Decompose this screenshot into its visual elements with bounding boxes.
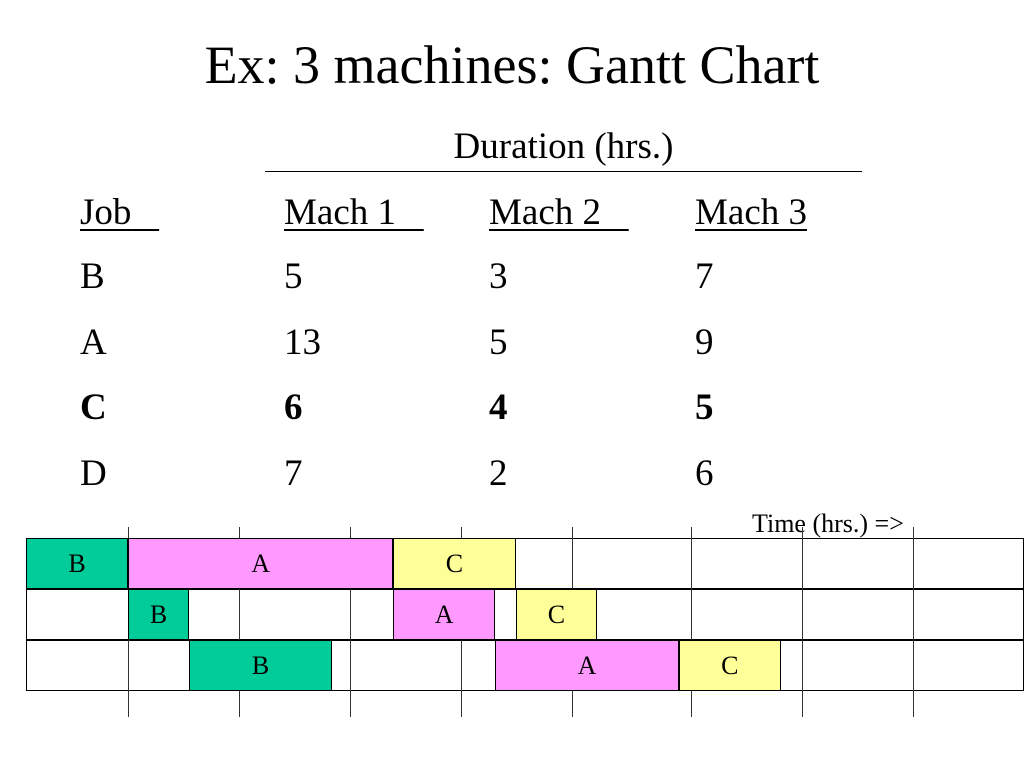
row-d-mach1: 7: [284, 453, 303, 494]
gantt-bar-m1-c: C: [393, 538, 516, 589]
col-header-mach1: Mach 1: [284, 192, 396, 233]
col-header-mach2: Mach 2: [489, 192, 601, 233]
row-b-mach1: 5: [284, 256, 303, 297]
row-a-mach1: 13: [284, 322, 321, 363]
row-a-job: A: [80, 322, 107, 363]
row-c-mach2: 4: [489, 387, 508, 428]
duration-underline: [265, 171, 862, 172]
duration-header: Duration (hrs.): [453, 126, 674, 167]
gantt-bar-m1-b: B: [26, 538, 128, 589]
row-c-mach3: 5: [695, 387, 714, 428]
row-b-job: B: [80, 256, 105, 297]
gantt-gridline: [913, 527, 914, 717]
row-b-mach2: 3: [489, 256, 508, 297]
gantt-gridline: [802, 527, 803, 717]
slide-title: Ex: 3 machines: Gantt Chart: [204, 35, 820, 95]
row-d-mach2: 2: [489, 453, 508, 494]
gantt-gridline: [691, 527, 692, 717]
gantt-gridline: [350, 527, 351, 717]
gantt-bar-m3-a: A: [495, 640, 679, 691]
gantt-bar-m3-c: C: [678, 640, 781, 691]
gantt-bar-m2-b: B: [128, 589, 190, 640]
col-header-job: Job: [80, 192, 132, 233]
col-header-mach3: Mach 3: [695, 192, 807, 233]
row-a-mach3: 9: [695, 322, 714, 363]
row-c-mach1: 6: [284, 387, 303, 428]
time-axis-label: Time (hrs.) =>: [752, 509, 904, 538]
row-a-mach2: 5: [489, 322, 508, 363]
row-c-job: C: [80, 387, 107, 428]
row-d-job: D: [80, 453, 107, 494]
row-b-mach3: 7: [695, 256, 714, 297]
gantt-bar-m3-b: B: [189, 640, 332, 691]
row-d-mach3: 6: [695, 453, 714, 494]
gantt-bar-m2-c: C: [515, 589, 598, 640]
gantt-bar-m1-a: A: [128, 538, 394, 589]
gantt-bar-m2-a: A: [393, 589, 496, 640]
gantt-gridline: [239, 527, 240, 717]
